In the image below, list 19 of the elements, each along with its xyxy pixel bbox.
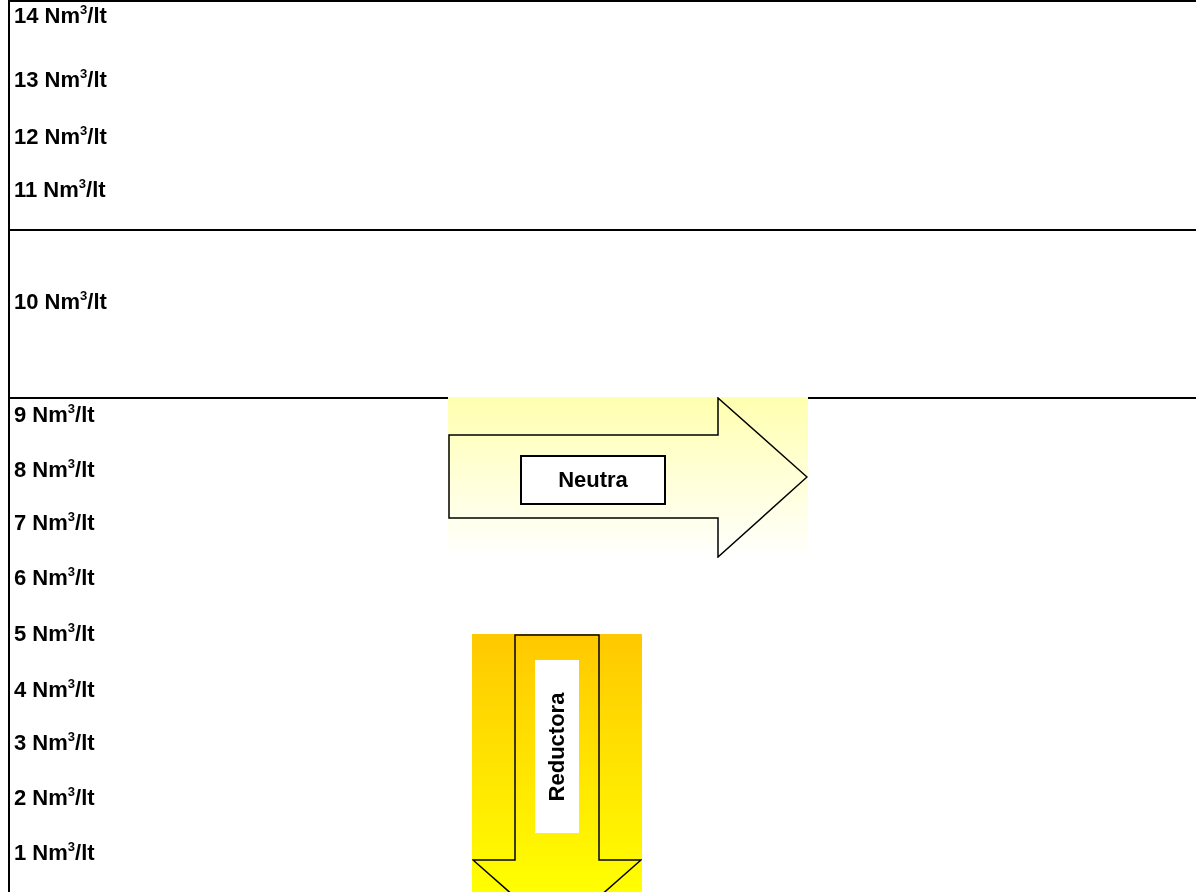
flow-rate-label: 13 Nm$^{3}$/lt (14, 67, 107, 93)
flow-rate-label: 10 Nm$^{3}$/lt (14, 289, 107, 315)
flow-rate-label: 7 Nm$^{3}$/lt (14, 510, 95, 536)
flow-rate-label: 5 Nm$^{3}$/lt (14, 621, 95, 647)
block-arrow (472, 634, 642, 892)
flow-rate-label: 1 Nm$^{3}$/lt (14, 840, 95, 866)
flow-rate-label: 3 Nm$^{3}$/lt (14, 730, 95, 756)
block-arrow (448, 397, 808, 558)
flow-rate-label: 6 Nm$^{3}$/lt (14, 565, 95, 591)
flow-rate-label: 11 Nm$^{3}$/lt (14, 177, 106, 203)
flow-rate-label: 12 Nm$^{3}$/lt (14, 124, 107, 150)
flow-rate-label: 9 Nm$^{3}$/lt (14, 402, 95, 428)
flow-rate-label: 14 Nm$^{3}$/lt (14, 3, 107, 29)
flow-rate-label: 4 Nm$^{3}$/lt (14, 677, 95, 703)
arrow-label: Neutra (520, 455, 666, 505)
table-band (8, 397, 1196, 892)
arrow-label: Reductora (535, 660, 579, 833)
flow-rate-label: 8 Nm$^{3}$/lt (14, 457, 95, 483)
flow-rate-label: 2 Nm$^{3}$/lt (14, 785, 95, 811)
